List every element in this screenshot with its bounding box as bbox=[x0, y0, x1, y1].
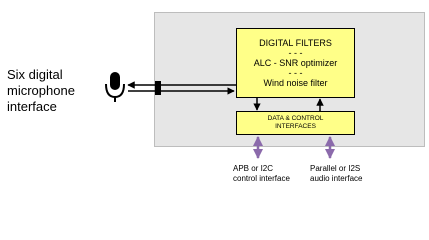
bus-arrows bbox=[253, 136, 335, 159]
data-control-interfaces-block: DATA & CONTROL INTERFACES bbox=[236, 111, 355, 135]
filters-separator-1: - - - bbox=[288, 48, 303, 58]
block-diagram: DIGITAL FILTERS - - - ALC - SNR optimize… bbox=[7, 12, 425, 184]
apb-label-line-1: APB or I2C bbox=[233, 164, 274, 173]
interfaces-line-1: DATA & CONTROL bbox=[267, 115, 324, 122]
wind-noise-label: Wind noise filter bbox=[263, 78, 328, 88]
mic-label-line-1: Six digital bbox=[7, 67, 63, 82]
mic-label-line-3: interface bbox=[7, 99, 57, 114]
alc-snr-label: ALC - SNR optimizer bbox=[253, 58, 338, 68]
connections-layer bbox=[105, 72, 335, 159]
apb-label-line-2: control interface bbox=[233, 174, 290, 183]
filters-title: DIGITAL FILTERS bbox=[259, 38, 332, 48]
interfaces-line-2: INTERFACES bbox=[275, 123, 316, 130]
microphone-interface-label: Six digital microphone interface bbox=[7, 67, 75, 115]
filters-interface-arrows bbox=[253, 98, 324, 111]
parallel-label-line-2: audio interface bbox=[310, 174, 363, 183]
digital-filters-block: DIGITAL FILTERS - - - ALC - SNR optimize… bbox=[236, 28, 355, 98]
filters-separator-2: - - - bbox=[288, 68, 303, 78]
parallel-label-line-1: Parallel or I2S bbox=[310, 164, 361, 173]
mic-data-arrows bbox=[127, 81, 236, 95]
apb-i2c-label: APB or I2C control interface bbox=[233, 164, 290, 184]
microphone-icon bbox=[105, 72, 125, 102]
boundary-connector bbox=[155, 81, 161, 95]
mic-label-line-2: microphone bbox=[7, 83, 75, 98]
parallel-i2s-label: Parallel or I2S audio interface bbox=[310, 164, 362, 184]
